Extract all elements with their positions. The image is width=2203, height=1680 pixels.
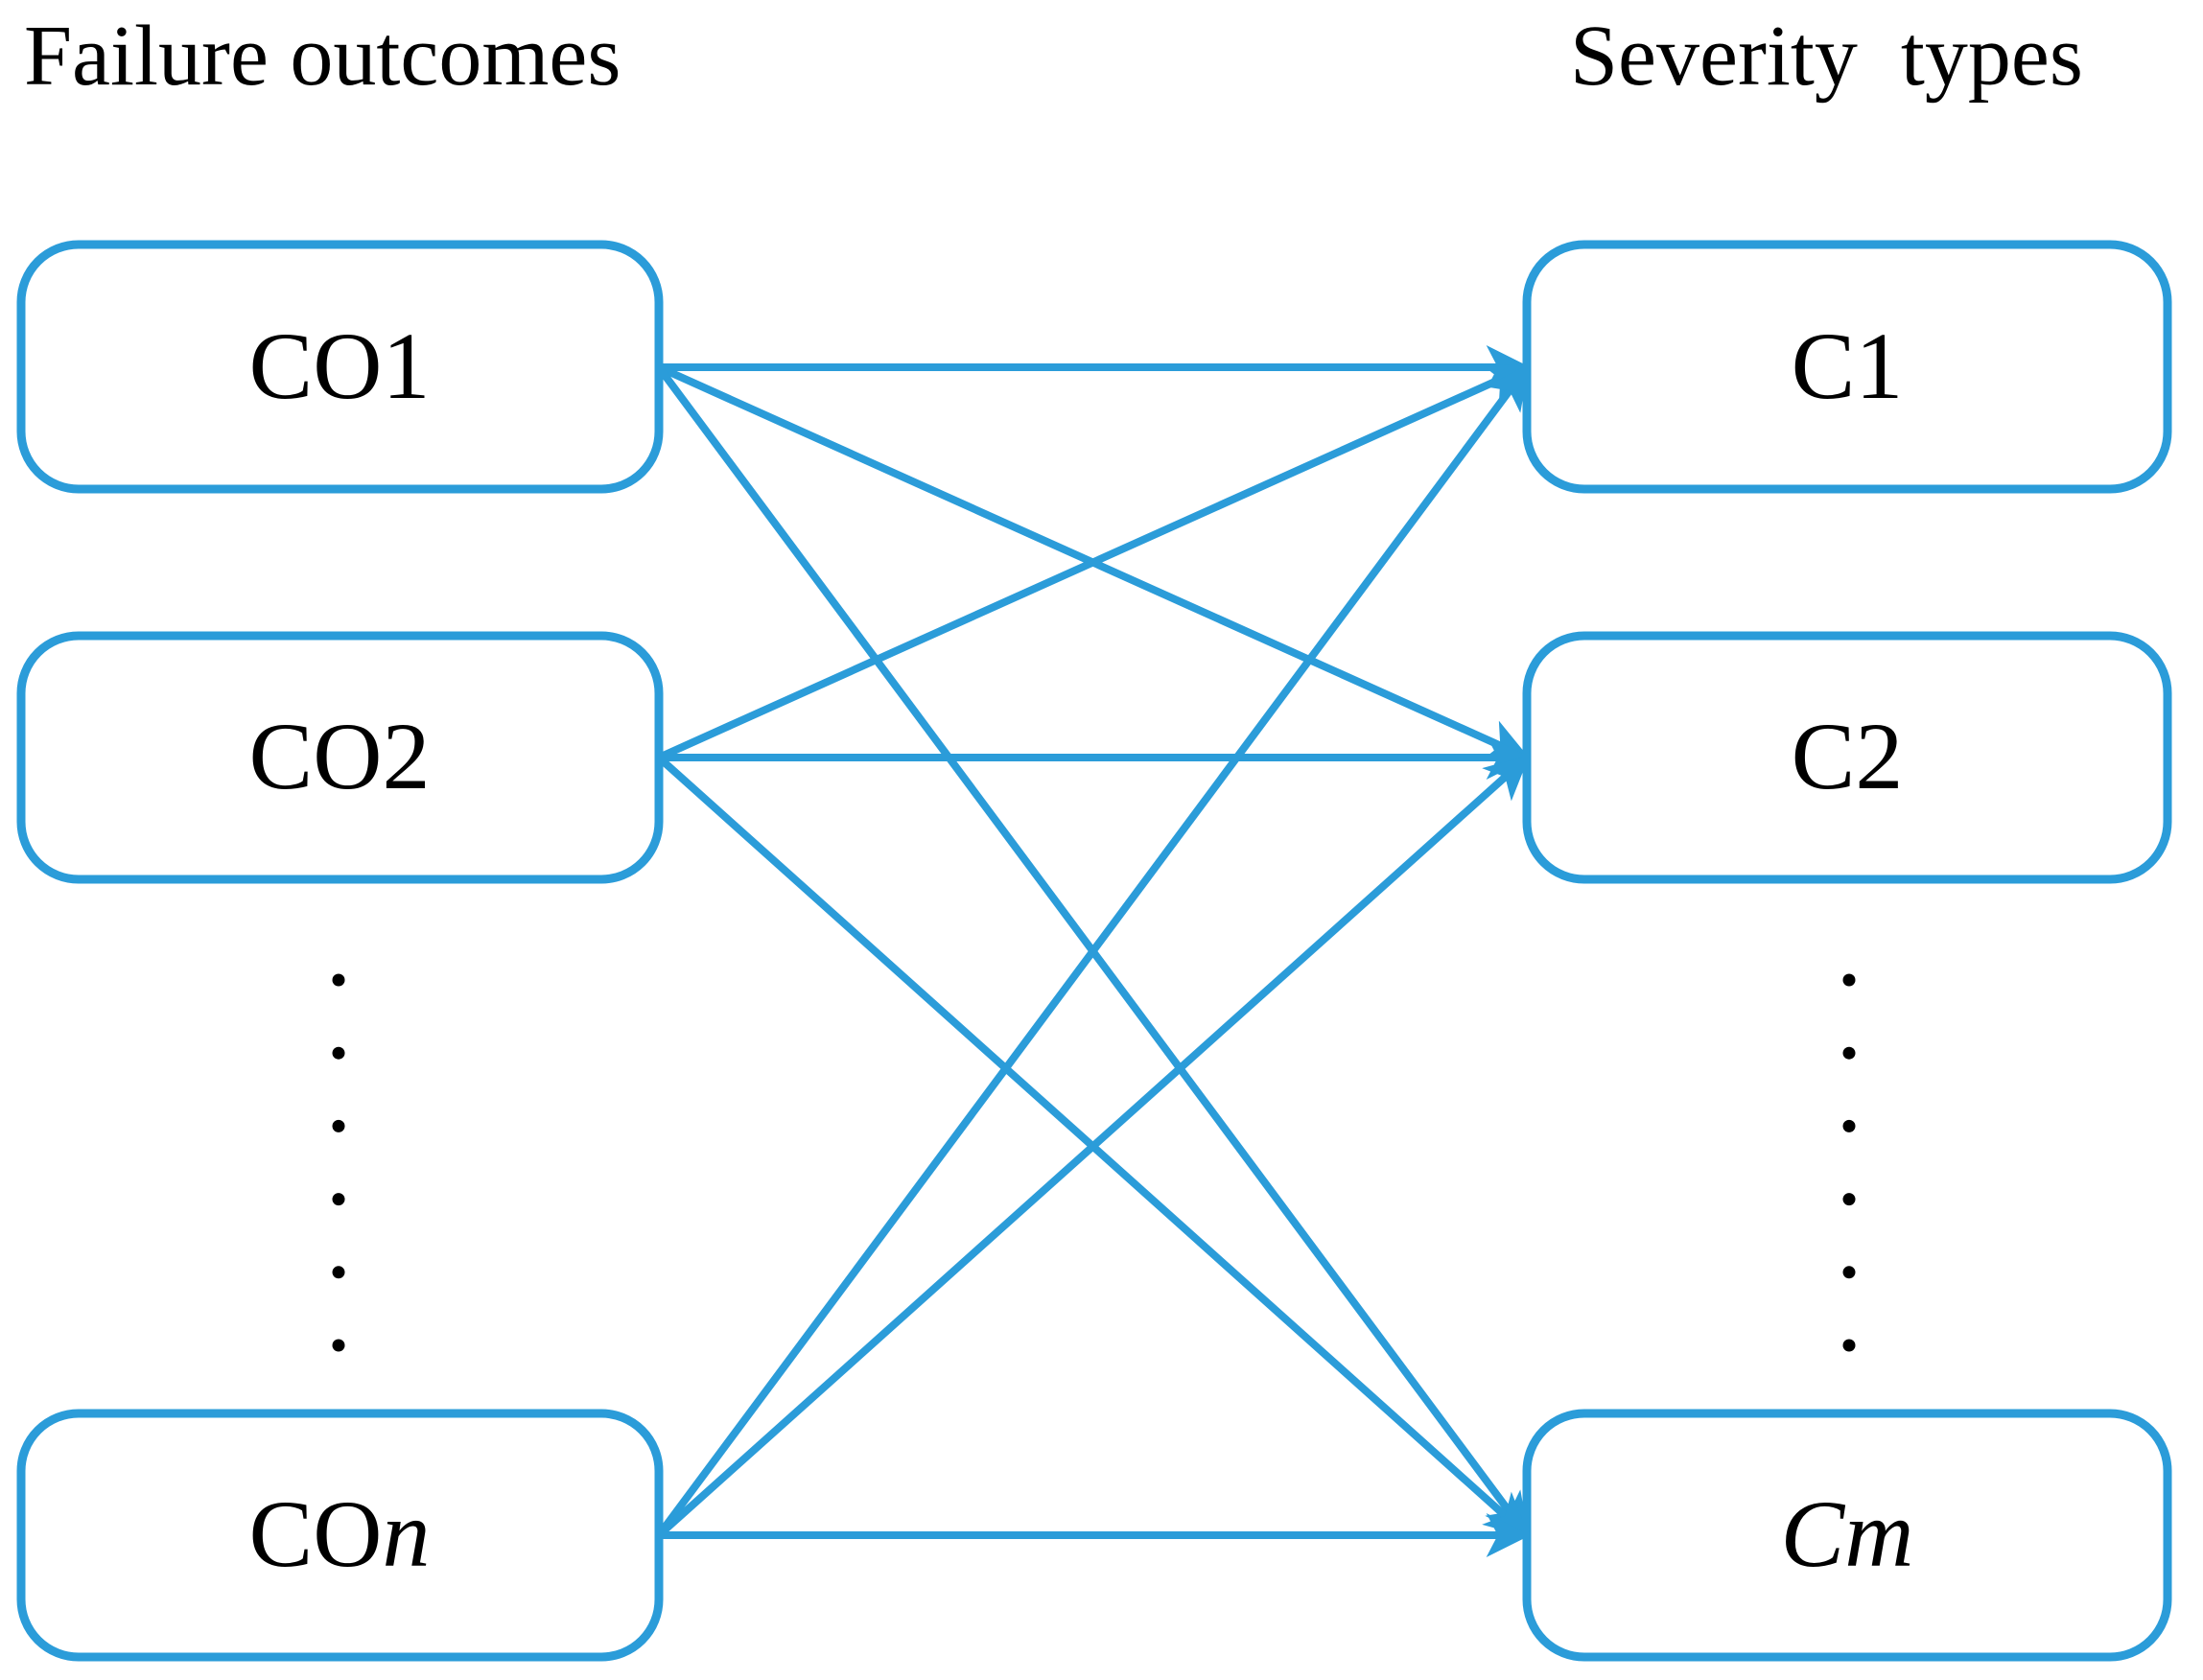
- left-ellipsis-dot: [332, 973, 345, 987]
- node-co2: CO2: [16, 631, 664, 884]
- node-label-c2-upright: C2: [1792, 703, 1904, 809]
- edge-CO2-C1: [657, 363, 1531, 761]
- node-label-c1-upright: C1: [1792, 313, 1904, 419]
- edge-COn-C1: [655, 364, 1531, 1538]
- right-ellipsis-dot: [1842, 973, 1856, 987]
- node-con: COn: [16, 1409, 664, 1662]
- left-ellipsis-dot: [332, 1193, 345, 1206]
- left-column-title: Failure outcomes: [24, 9, 621, 104]
- node-label-cm-italic: Cm: [1781, 1481, 1914, 1587]
- node-label-con-italic: n: [382, 1481, 430, 1587]
- node-label-co2: CO2: [249, 703, 431, 809]
- node-box-co2: [16, 631, 664, 884]
- node-cm: Cm: [1522, 1409, 2172, 1662]
- right-ellipsis: [1842, 973, 1856, 1352]
- node-box-c1: [1522, 240, 2172, 494]
- right-ellipsis-dot: [1842, 1119, 1856, 1132]
- node-box-c2: [1522, 631, 2172, 884]
- nodes-layer: CO1 CO2 COn C1 C2 Cm: [16, 240, 2172, 1662]
- node-label-co1: CO1: [249, 313, 431, 419]
- left-ellipsis-dot: [332, 1046, 345, 1060]
- node-label-c1: C1: [1792, 313, 1904, 419]
- node-c2: C2: [1522, 631, 2172, 884]
- node-label-co1-upright: CO1: [249, 313, 431, 419]
- node-label-cm: Cm: [1781, 1481, 1914, 1587]
- node-c1: C1: [1522, 240, 2172, 494]
- right-column-title: Severity types: [1570, 9, 2083, 104]
- left-ellipsis-dot: [332, 1119, 345, 1132]
- right-ellipsis-dot: [1842, 1193, 1856, 1206]
- left-ellipsis-dot: [332, 1266, 345, 1279]
- right-ellipsis-dot: [1842, 1266, 1856, 1279]
- node-box-con: [16, 1409, 664, 1662]
- edges-layer: [655, 345, 1531, 1557]
- left-ellipsis: [332, 973, 345, 1352]
- left-ellipsis-dot: [332, 1339, 345, 1352]
- node-box-co1: [16, 240, 664, 494]
- node-co1: CO1: [16, 240, 664, 494]
- right-ellipsis-dot: [1842, 1046, 1856, 1060]
- right-ellipsis-dot: [1842, 1339, 1856, 1352]
- edge-COn-C2: [656, 755, 1530, 1538]
- node-label-con-upright: CO: [249, 1481, 383, 1587]
- node-box-cm: [1522, 1409, 2172, 1662]
- node-label-con: COn: [249, 1481, 431, 1587]
- node-label-co2-upright: CO2: [249, 703, 431, 809]
- node-label-c2: C2: [1792, 703, 1904, 809]
